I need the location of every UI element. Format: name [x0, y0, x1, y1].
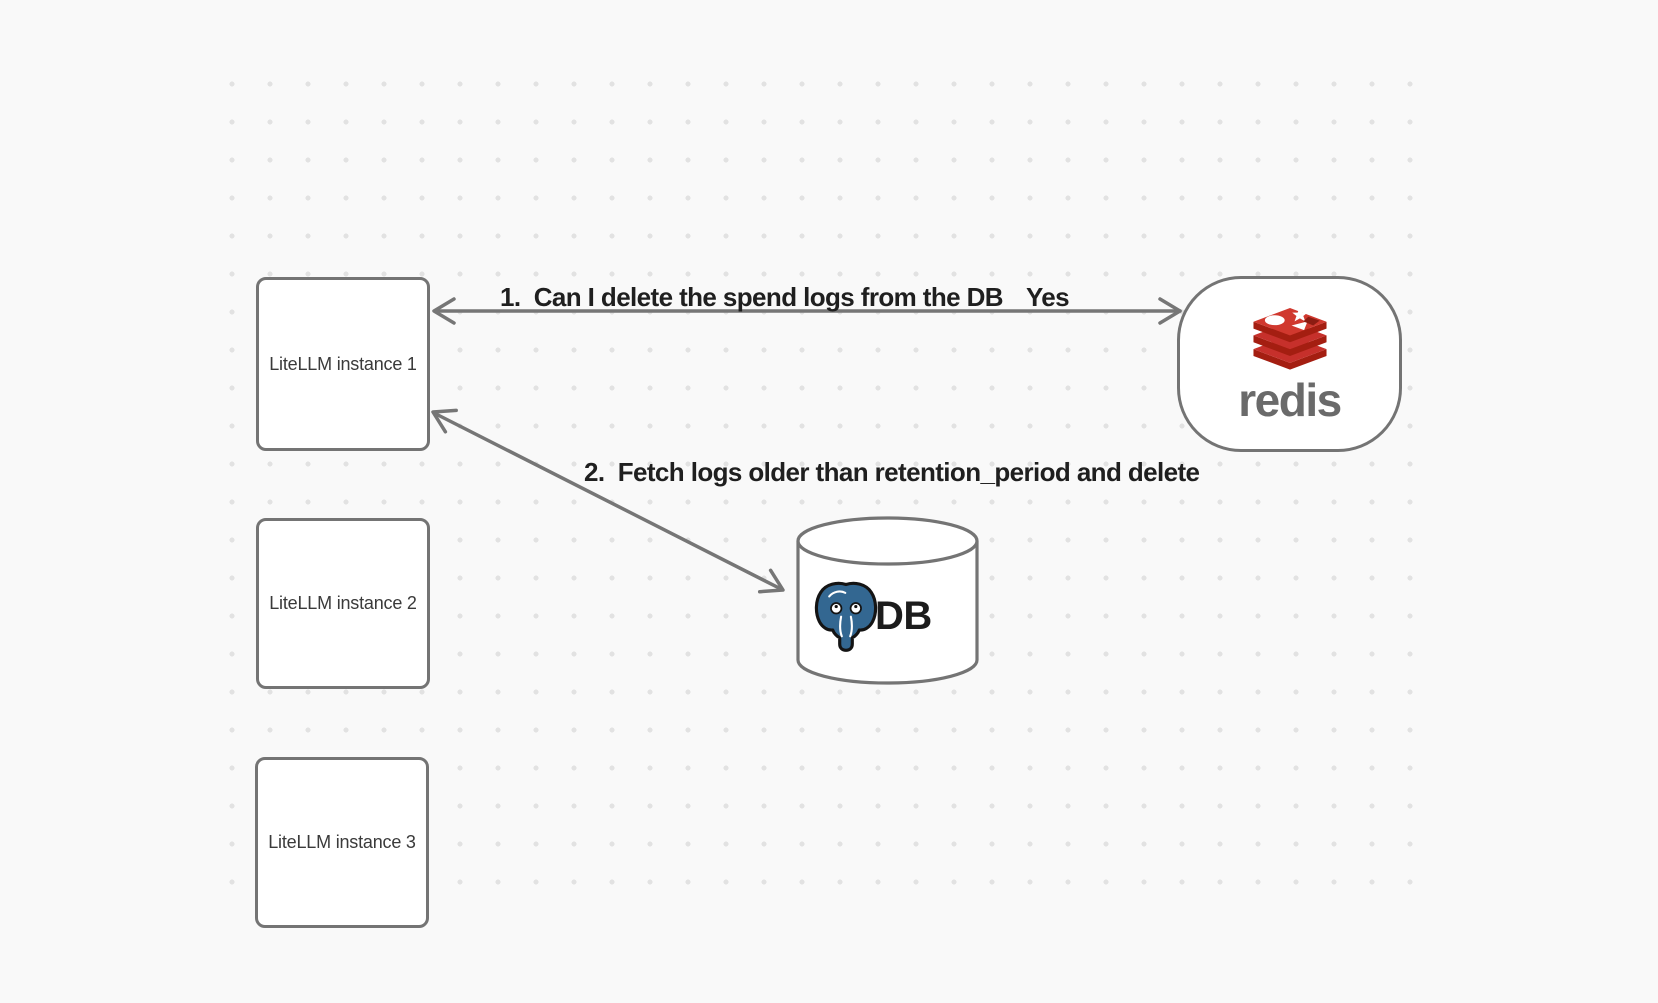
node-litellm-instance-3[interactable]: LiteLLM instance 3 — [255, 757, 429, 928]
edge-label-fetch-delete[interactable]: 2. Fetch logs older than retention_perio… — [584, 457, 1200, 487]
node-litellm-instance-2-label: LiteLLM instance 2 — [269, 593, 417, 613]
node-litellm-instance-1[interactable]: LiteLLM instance 1 — [256, 277, 430, 451]
arrow-can-i-delete[interactable] — [432, 297, 1182, 325]
database-content: DB — [811, 577, 932, 655]
arrow-fetch-and-delete[interactable] — [431, 408, 785, 594]
database-label: DB — [875, 594, 932, 638]
edge-label-yes[interactable]: Yes — [1026, 282, 1070, 312]
node-litellm-instance-1-label: LiteLLM instance 1 — [269, 353, 417, 374]
node-redis[interactable]: redis — [1177, 276, 1402, 452]
node-litellm-instance-3-label: LiteLLM instance 3 — [268, 832, 416, 852]
postgres-elephant-icon — [814, 581, 878, 652]
node-database[interactable]: DB — [795, 515, 980, 686]
redis-logo-icon — [1252, 307, 1327, 370]
node-litellm-instance-2[interactable]: LiteLLM instance 2 — [256, 518, 430, 689]
redis-wordmark: redis — [1238, 374, 1342, 426]
edge-label-can-i-delete[interactable]: 1. Can I delete the spend logs from the … — [500, 282, 1004, 312]
